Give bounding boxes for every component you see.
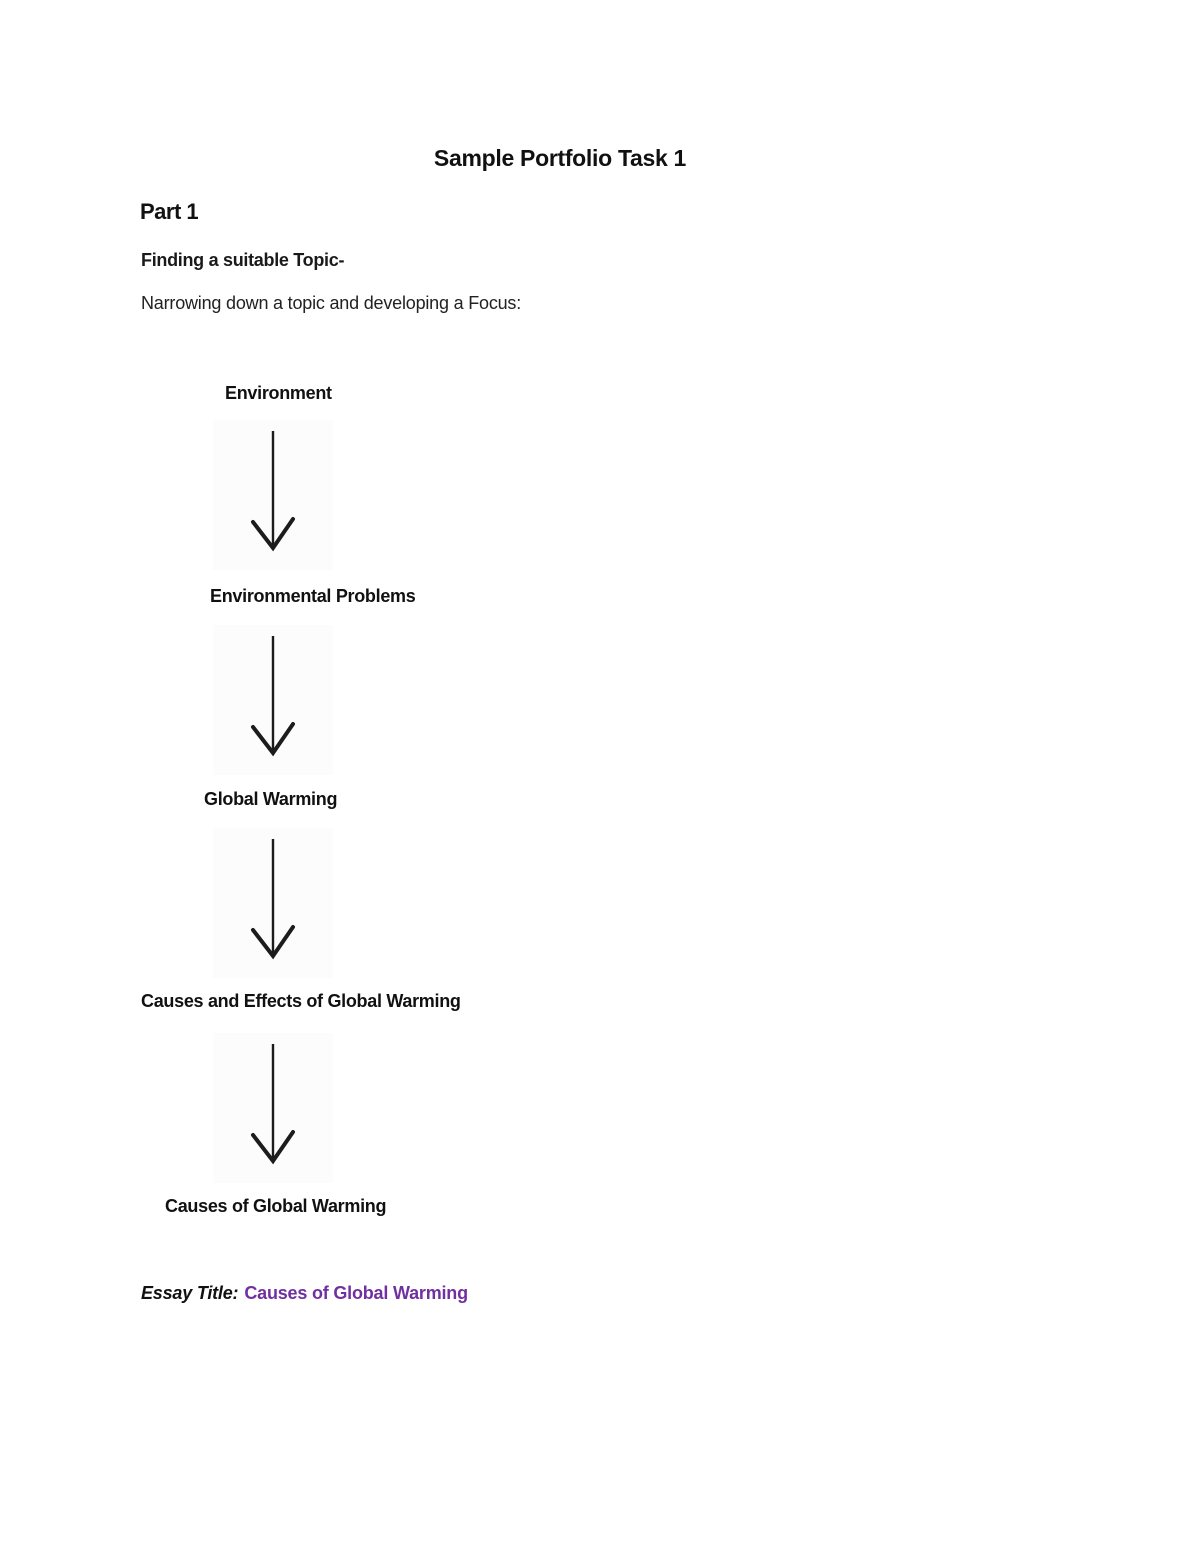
page-title: Sample Portfolio Task 1 bbox=[433, 145, 687, 171]
topic-subheading: Finding a suitable Topic- bbox=[141, 250, 345, 270]
down-arrow-icon bbox=[213, 828, 333, 978]
down-arrow-icon bbox=[213, 1033, 333, 1183]
flow-step-causes-and-effects: Causes and Effects of Global Warming bbox=[141, 991, 461, 1011]
flow-step-environment: Environment bbox=[225, 383, 332, 403]
flow-step-global-warming: Global Warming bbox=[204, 789, 338, 809]
down-arrow-icon bbox=[213, 625, 333, 775]
part-heading: Part 1 bbox=[140, 199, 199, 224]
intro-text: Narrowing down a topic and developing a … bbox=[141, 293, 522, 313]
essay-title-line: Essay Title:Causes of Global Warming bbox=[141, 1283, 468, 1304]
flow-step-causes-of-global-warming: Causes of Global Warming bbox=[165, 1196, 387, 1216]
down-arrow-icon bbox=[213, 420, 333, 570]
essay-title-label: Essay Title: bbox=[141, 1283, 239, 1303]
essay-title-value: Causes of Global Warming bbox=[244, 1283, 468, 1303]
flow-step-environmental-problems: Environmental Problems bbox=[210, 586, 416, 606]
